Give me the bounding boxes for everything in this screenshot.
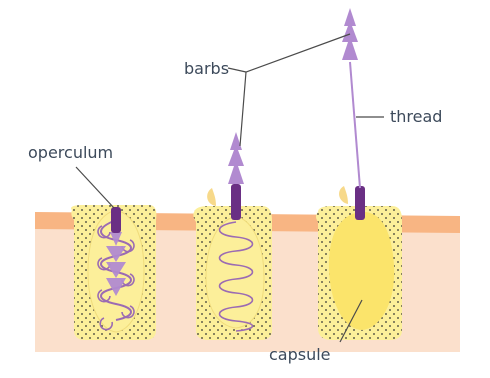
operculum-1 <box>111 207 121 233</box>
thread-base-3 <box>355 186 365 220</box>
nematocyst-cell-3 <box>316 8 402 340</box>
label-barbs: barbs <box>184 61 229 77</box>
barbs-label-leader <box>228 68 246 72</box>
label-operculum: operculum <box>28 145 113 161</box>
nematocyst-cell-1 <box>71 205 156 340</box>
label-capsule: capsule <box>269 347 331 363</box>
barbs-leader <box>240 34 350 146</box>
operculum-leader <box>76 167 114 208</box>
thread-base-2 <box>231 184 241 220</box>
nematocyst-cell-2 <box>193 132 272 340</box>
lid-2 <box>207 188 216 206</box>
label-thread: thread <box>390 109 442 125</box>
discharged-thread <box>350 62 360 188</box>
lid-3 <box>339 186 348 204</box>
barbs-2 <box>228 132 244 184</box>
